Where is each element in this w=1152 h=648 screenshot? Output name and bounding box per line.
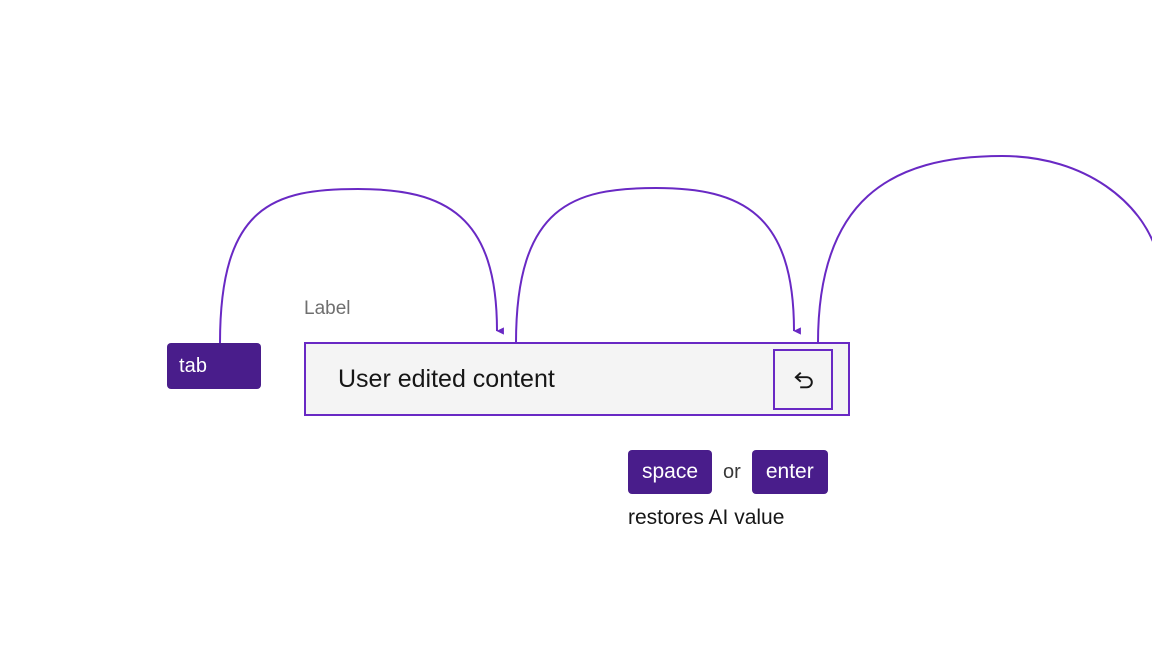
- tab-key-badge[interactable]: tab: [167, 343, 261, 389]
- shortcut-conjunction: or: [723, 460, 741, 483]
- enter-key-badge[interactable]: enter: [751, 450, 828, 494]
- field-label: Label: [304, 298, 351, 319]
- text-input-value: User edited content: [338, 364, 555, 393]
- space-key-badge[interactable]: space: [628, 450, 713, 494]
- undo-to-next-arc: [817, 154, 1152, 344]
- tab-key-label: tab: [179, 354, 208, 377]
- text-input-group: Label User edited content: [304, 298, 850, 416]
- shortcut-caption: restores AI value: [628, 506, 785, 529]
- enter-key-label: enter: [765, 460, 814, 483]
- space-key-label: space: [642, 460, 699, 483]
- undo-arrow-icon: [788, 365, 818, 395]
- undo-restore-button[interactable]: [773, 349, 833, 410]
- shortcut-hint-row: space or enter: [628, 450, 828, 494]
- text-input-field[interactable]: User edited content: [304, 342, 850, 416]
